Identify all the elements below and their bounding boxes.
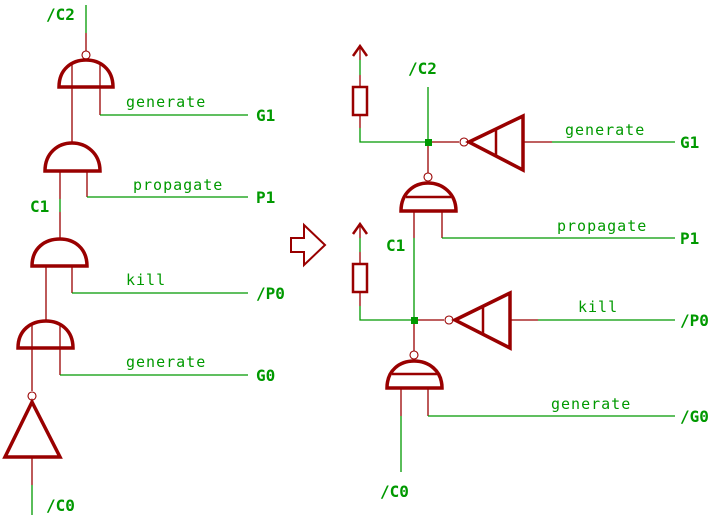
net-label-right-c2: /C2 <box>408 59 437 78</box>
resistor-body <box>351 262 369 294</box>
row-label-left-kill: kill <box>126 271 166 289</box>
row-label-right-generate-0: generate <box>551 395 631 413</box>
net-label-left-c0: /C0 <box>46 496 75 515</box>
gate-body <box>385 359 444 390</box>
resistor-body <box>351 85 369 117</box>
junction-dot <box>411 317 418 324</box>
row-label-left-propagate: propagate <box>133 176 223 194</box>
port-left-p0: /P0 <box>256 284 285 303</box>
row-label-left-generate-1: generate <box>126 93 206 111</box>
right-gate-2 <box>385 350 444 416</box>
inversion-bubble <box>409 350 419 360</box>
right-arrow-icon <box>290 222 327 268</box>
port-right-g1: G1 <box>680 133 699 152</box>
pullup-resistor-1 <box>351 43 428 143</box>
net-label-left-c2: /C2 <box>46 5 75 24</box>
row-label-right-generate-1: generate <box>565 121 645 139</box>
inversion-bubble <box>423 172 433 182</box>
wire-resistor-2 <box>359 306 414 321</box>
right-buffer-2 <box>444 290 538 351</box>
wire-resistor-1 <box>359 128 428 143</box>
row-label-right-propagate: propagate <box>557 217 647 235</box>
port-left-g0: G0 <box>256 366 275 385</box>
net-label-right-c0: /C0 <box>380 482 409 501</box>
gate-body <box>57 58 115 89</box>
left-gate-2 <box>43 141 102 199</box>
pullup-resistor-2 <box>351 221 414 321</box>
port-right-g0: /G0 <box>680 407 709 426</box>
inverter-body <box>2 398 63 459</box>
port-left-p1: P1 <box>256 188 275 207</box>
left-inverter <box>2 391 63 485</box>
row-label-right-kill: kill <box>578 298 618 316</box>
left-gate-3 <box>30 237 89 321</box>
gate-body <box>16 319 75 350</box>
gate-body <box>43 141 102 173</box>
gate-body <box>30 237 89 268</box>
port-left-g1: G1 <box>256 106 275 125</box>
right-circuit: /C2 generate G1 <box>351 43 709 501</box>
row-label-left-generate-0: generate <box>126 353 206 371</box>
right-gate-1 <box>399 172 458 238</box>
left-gate-4 <box>16 319 75 391</box>
inversion-bubble <box>81 50 91 60</box>
port-right-p0: /P0 <box>680 311 709 330</box>
net-label-right-c1: C1 <box>386 236 405 255</box>
left-circuit: /C2 generate G1 propagate P1 C1 <box>2 5 285 515</box>
junction-dot <box>425 139 432 146</box>
gate-body <box>399 181 458 213</box>
right-buffer-1 <box>459 113 552 173</box>
left-gate-1 <box>57 50 115 143</box>
net-label-left-c1: C1 <box>30 197 49 216</box>
port-right-p1: P1 <box>680 229 699 248</box>
